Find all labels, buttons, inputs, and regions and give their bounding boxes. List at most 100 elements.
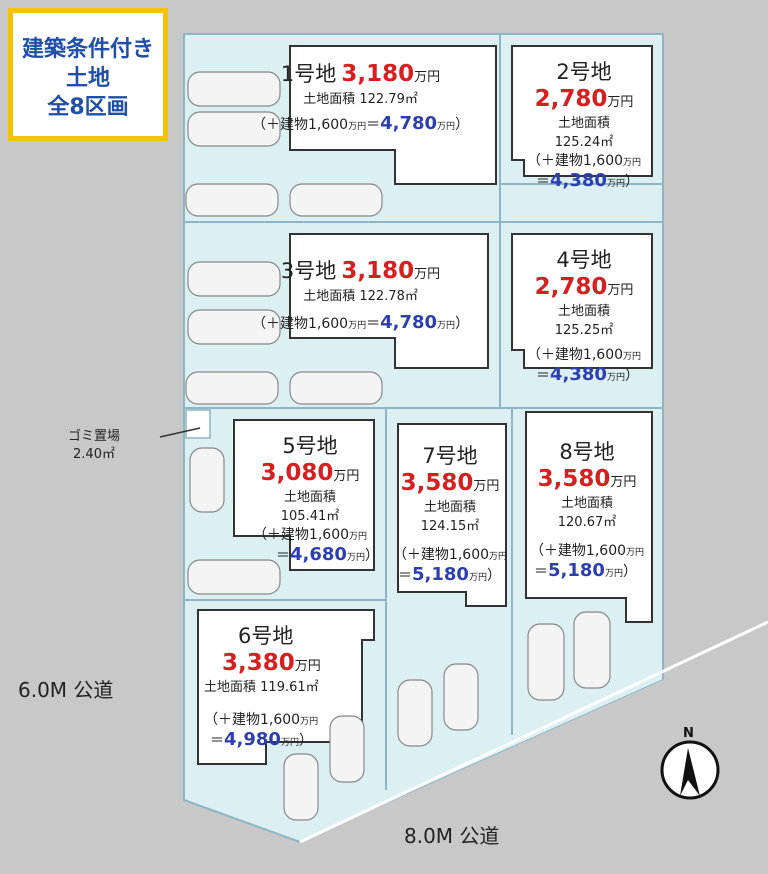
lot-1-label: 1号地 3,180万円 土地面積 122.79㎡ （＋建物1,600万円＝4,7…: [252, 61, 470, 134]
lot-7-label: 7号地 3,580万円 土地面積 124.15㎡ （＋建物1,600万円 ＝5,…: [388, 440, 512, 585]
lot-6-area: 119.61㎡: [260, 680, 319, 695]
lot-4-label: 4号地 2,780万円 土地面積 125.25㎡ （＋建物1,600万円 ＝4,…: [520, 244, 648, 385]
road-south-label: 8.0M 公道: [404, 824, 500, 848]
garbage-area: [185, 409, 211, 439]
building-prefix: （＋建物1,600: [252, 527, 350, 543]
area-label: 土地面積: [560, 496, 613, 511]
unit: 万円: [473, 479, 500, 494]
lot-8-total: 5,180: [548, 560, 605, 581]
building-4: [511, 233, 653, 369]
lot-7-no: 7号地: [422, 444, 478, 468]
badge-line1: 建築条件付き: [21, 37, 154, 62]
building-8: [525, 411, 653, 623]
building-7: [397, 423, 507, 607]
lot-2-price: 2,780: [534, 86, 608, 112]
area-label: 土地面積: [303, 92, 356, 107]
conditions-badge: 建築条件付き 土地 全8区画: [8, 8, 168, 141]
unit: 万円: [607, 95, 634, 110]
unit: 万円: [626, 548, 645, 558]
building-3: [289, 233, 489, 369]
north-arrow-icon: [660, 740, 720, 800]
unit: 万円: [623, 352, 642, 362]
lot-4-area: 125.25㎡: [554, 323, 614, 338]
lot-6-price: 3,380: [222, 650, 295, 676]
unit: 万円: [623, 158, 642, 168]
lot-6-no: 6号地: [238, 624, 294, 648]
lot-8-no: 8号地: [559, 440, 615, 464]
lot-5-price: 3,080: [260, 460, 334, 486]
garbage-label: ゴミ置場 2.40㎡: [68, 428, 120, 464]
lot-3-no: 3号地: [280, 259, 337, 283]
lot-2-area: 125.24㎡: [554, 135, 614, 150]
lot-6-total: 4,980: [224, 729, 281, 750]
lot-7-area: 124.15㎡: [420, 519, 480, 534]
building-prefix: （＋建物1,600: [252, 316, 349, 332]
road-west-label: 6.0M 公道: [18, 678, 114, 702]
unit: 万円: [607, 283, 634, 298]
lot-3-label: 3号地 3,180万円 土地面積 122.78㎡ （＋建物1,600万円＝4,7…: [252, 258, 470, 333]
lot-5-label: 5号地 3,080万円 土地面積 105.41㎡ （＋建物1,600万円 ＝4,…: [240, 430, 380, 565]
unit: 万円: [346, 553, 365, 563]
building-5: [233, 419, 375, 571]
parking-cars: [185, 71, 611, 821]
unit: 万円: [300, 717, 319, 727]
unit: 万円: [606, 373, 625, 383]
lot-5-total: 4,680: [290, 544, 347, 565]
garbage-name: ゴミ置場: [68, 429, 121, 444]
area-label: 土地面積: [204, 680, 257, 695]
road-south: [230, 622, 768, 874]
building-prefix: （＋建物1,600: [529, 543, 627, 559]
unit: 万円: [604, 569, 623, 579]
unit: 万円: [348, 321, 367, 331]
building-1: [289, 45, 497, 185]
building-prefix: （＋建物1,600: [252, 117, 349, 133]
building-prefix: （＋建物1,600: [526, 153, 624, 169]
unit: 万円: [437, 321, 456, 331]
lot-2-total: 4,380: [550, 170, 607, 191]
unit: 万円: [294, 659, 321, 674]
unit: 万円: [280, 738, 299, 748]
lot-7-price: 3,580: [400, 470, 474, 496]
lot-5-area: 105.41㎡: [280, 509, 340, 524]
building-prefix: （＋建物1,600: [392, 547, 490, 563]
unit: 万円: [348, 122, 367, 132]
unit: 万円: [610, 475, 637, 490]
lot-8-area: 120.67㎡: [557, 515, 617, 530]
lot-5-no: 5号地: [282, 434, 338, 458]
lot-1-price: 3,180: [341, 61, 415, 87]
lot-4-price: 2,780: [534, 274, 608, 300]
lot-4-no: 4号地: [556, 248, 612, 272]
unit: 万円: [489, 552, 508, 562]
unit: 万円: [606, 179, 625, 189]
unit: 万円: [437, 122, 456, 132]
unit: 万円: [349, 532, 368, 542]
garbage-area-value: 2.40㎡: [73, 447, 115, 462]
lot-3-price: 3,180: [341, 258, 415, 284]
lot-8-label: 8号地 3,580万円 土地面積 120.67㎡ （＋建物1,600万円 ＝5,…: [520, 436, 654, 581]
unit: 万円: [414, 267, 441, 282]
building-prefix: （＋建物1,600: [526, 347, 624, 363]
lot-4-total: 4,380: [550, 364, 607, 385]
building-2: [511, 45, 653, 177]
lot-7-total: 5,180: [412, 564, 469, 585]
unit: 万円: [468, 573, 487, 583]
unit: 万円: [333, 469, 360, 484]
area-label: 土地面積: [283, 490, 336, 505]
lot-6-label: 6号地 3,380万円 土地面積 119.61㎡ （＋建物1,600万円 ＝4,…: [200, 620, 350, 750]
lot-3-area: 122.78㎡: [359, 289, 418, 304]
unit: 万円: [414, 70, 441, 85]
area-label: 土地面積: [423, 500, 476, 515]
lot-1-no: 1号地: [280, 62, 337, 86]
lot-3-total: 4,780: [380, 312, 438, 333]
lot-2-no: 2号地: [556, 60, 612, 84]
building-prefix: （＋建物1,600: [204, 712, 301, 728]
badge-line2: 土地: [65, 66, 110, 91]
badge-line3: 全8区画: [47, 95, 129, 120]
lot-1-total: 4,780: [380, 113, 438, 134]
area-label: 土地面積: [557, 304, 610, 319]
compass-label: N: [683, 726, 694, 741]
area-label: 土地面積: [303, 289, 356, 304]
lot-2-label: 2号地 2,780万円 土地面積 125.24㎡ （＋建物1,600万円 ＝4,…: [520, 56, 648, 191]
lot-1-area: 122.79㎡: [359, 92, 418, 107]
